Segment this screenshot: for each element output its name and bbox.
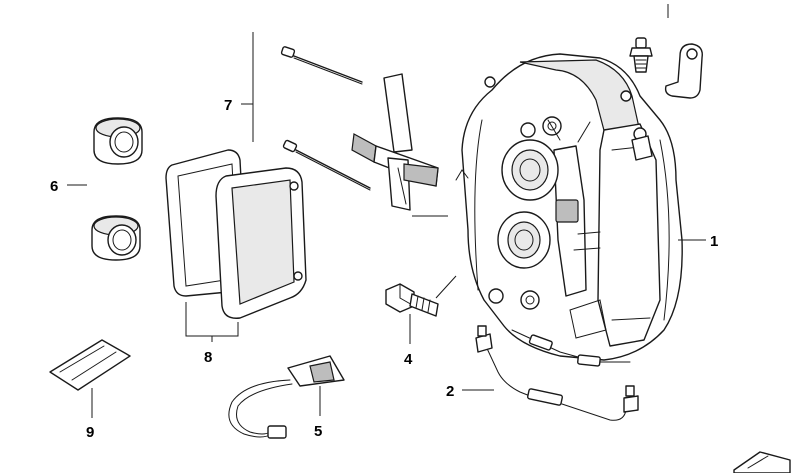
- bleeder-valve[interactable]: [629, 37, 653, 73]
- brake-caliper-housing[interactable]: [455, 53, 683, 361]
- callout-9[interactable]: 9: [86, 424, 94, 441]
- grease-sachet[interactable]: [49, 339, 131, 391]
- brake-line-pipe[interactable]: [475, 325, 639, 421]
- leader-4-caliper: [435, 275, 457, 299]
- callout-6[interactable]: 6: [50, 178, 58, 195]
- pad-wear-sensor[interactable]: [228, 355, 345, 439]
- caliper-bolt[interactable]: [385, 283, 439, 317]
- callout-4[interactable]: 4: [404, 351, 413, 368]
- callout-1[interactable]: 1: [710, 233, 718, 250]
- anti-rattle-spring[interactable]: [351, 73, 439, 211]
- callout-7[interactable]: 7: [224, 97, 232, 114]
- brake-pad-front[interactable]: [215, 167, 307, 319]
- bleeder-cap-bracket[interactable]: [664, 43, 703, 99]
- piston-boot-lower[interactable]: [91, 215, 141, 261]
- callout-5[interactable]: 5: [314, 423, 322, 440]
- callout-2[interactable]: 2: [446, 383, 454, 400]
- retaining-pin-lower[interactable]: [282, 139, 371, 191]
- partial-component-bottom-right: [733, 451, 791, 473]
- callout-8[interactable]: 8: [204, 349, 212, 366]
- retaining-pin-upper[interactable]: [280, 46, 363, 85]
- piston-boot-upper[interactable]: [93, 117, 143, 165]
